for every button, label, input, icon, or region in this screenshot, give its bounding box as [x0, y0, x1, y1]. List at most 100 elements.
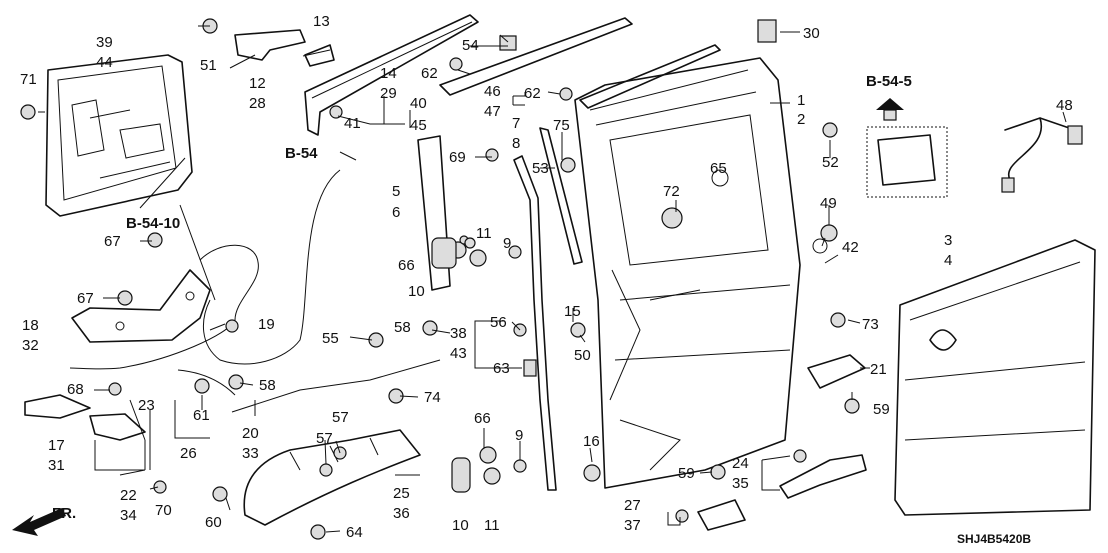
callout-5: 5 [392, 183, 400, 200]
callout-75: 75 [553, 117, 570, 134]
callout-25: 25 [393, 485, 410, 502]
center-rail-illustration [439, 17, 633, 96]
callout-38: 38 [450, 325, 467, 342]
door-frame-illustration [574, 57, 801, 489]
callout-49: 49 [820, 195, 837, 212]
callout-39: 39 [96, 34, 113, 51]
callout-56: 56 [490, 314, 507, 331]
ref-b-54: B-54 [285, 145, 318, 162]
callout-54-center: 54 [462, 37, 479, 54]
callout-33: 33 [242, 445, 259, 462]
sensor-cable-illustration [1001, 117, 1083, 193]
callout-66-upper: 66 [398, 257, 415, 274]
callout-15: 15 [564, 303, 581, 320]
callout-61: 61 [193, 407, 210, 424]
channel-illustration [539, 127, 583, 265]
callout-40: 40 [410, 95, 427, 112]
callout-24: 24 [732, 455, 749, 472]
callout-53: 53 [532, 160, 549, 177]
weatherstrip-illustration [579, 44, 721, 109]
callout-41: 41 [344, 115, 361, 132]
callout-57-lower: 57 [316, 430, 333, 447]
callout-21: 21 [870, 361, 887, 378]
fasteners-illustration [20, 18, 867, 540]
callout-68: 68 [67, 381, 84, 398]
callout-58-left: 58 [259, 377, 276, 394]
callout-11-lower: 11 [484, 517, 500, 534]
upper-rail-illustration [304, 14, 479, 136]
callout-29: 29 [380, 85, 397, 102]
callout-34: 34 [120, 507, 137, 524]
callout-22: 22 [120, 487, 137, 504]
callout-50: 50 [574, 347, 591, 364]
callout-69: 69 [449, 149, 466, 166]
callout-74: 74 [424, 389, 441, 406]
callout-58-right: 58 [394, 319, 411, 336]
callout-20: 20 [242, 425, 259, 442]
callout-6: 6 [392, 204, 400, 221]
callout-26: 26 [180, 445, 197, 462]
callout-47: 47 [484, 103, 501, 120]
callout-59-bottom: 59 [678, 465, 695, 482]
callout-numbers: 1 2 3 4 5 6 7 8 9 9 10 10 11 11 12 13 14… [20, 13, 1073, 541]
callout-18: 18 [22, 317, 39, 334]
callout-17: 17 [48, 437, 65, 454]
callout-13: 13 [313, 13, 330, 30]
callout-36: 36 [393, 505, 410, 522]
callout-62-upper: 62 [421, 65, 438, 82]
callout-3: 3 [944, 232, 952, 249]
callout-73: 73 [862, 316, 879, 333]
callout-52: 52 [822, 154, 839, 171]
callout-27: 27 [624, 497, 641, 514]
cable-illustration [69, 169, 441, 413]
callout-62-right: 62 [524, 85, 541, 102]
callout-9-lower: 9 [515, 427, 523, 444]
diagram-code: SHJ4B5420B [957, 532, 1031, 546]
callout-71: 71 [20, 71, 37, 88]
callout-65: 65 [710, 160, 727, 177]
callout-12: 12 [249, 75, 266, 92]
lower-bracket-illustration [71, 269, 211, 343]
callout-46: 46 [484, 83, 501, 100]
front-direction-arrow [12, 508, 66, 536]
callout-37: 37 [624, 517, 641, 534]
callout-67-upper: 67 [104, 233, 121, 250]
callout-7: 7 [512, 115, 520, 132]
callout-23: 23 [138, 397, 155, 414]
callout-45: 45 [410, 117, 427, 134]
callout-32: 32 [22, 337, 39, 354]
callout-44: 44 [96, 54, 113, 71]
callout-60: 60 [205, 514, 222, 531]
callout-28: 28 [249, 95, 266, 112]
wire-harness-illustration [243, 429, 421, 526]
callout-19: 19 [258, 316, 275, 333]
callout-67-lower: 67 [77, 290, 94, 307]
door-skin-illustration [894, 239, 1096, 516]
door-lock-illustration [866, 98, 948, 198]
callout-10-lower: 10 [452, 517, 469, 534]
callout-55: 55 [322, 330, 339, 347]
callout-57-upper: 57 [332, 409, 349, 426]
callout-48: 48 [1056, 97, 1073, 114]
callout-64: 64 [346, 524, 363, 541]
callout-72: 72 [663, 183, 680, 200]
callout-9-upper: 9 [503, 235, 511, 252]
callout-59-right: 59 [873, 401, 890, 418]
door-lining-illustration [45, 54, 193, 217]
callout-4: 4 [944, 252, 952, 269]
front-direction-label: FR. [52, 505, 76, 522]
sash-molding-illustration [417, 135, 451, 291]
callout-31: 31 [48, 457, 65, 474]
callout-70: 70 [155, 502, 172, 519]
callout-51: 51 [200, 57, 217, 74]
callout-43: 43 [450, 345, 467, 362]
section-references: B-54-5 B-54 B-54-10 [126, 73, 912, 232]
ref-b-54-5: B-54-5 [866, 73, 912, 90]
callout-16: 16 [583, 433, 600, 450]
upper-hinge-illustration [234, 29, 306, 61]
callout-42: 42 [842, 239, 859, 256]
callout-35: 35 [732, 475, 749, 492]
lower-roller-illustration [24, 394, 146, 441]
callout-14: 14 [380, 65, 397, 82]
